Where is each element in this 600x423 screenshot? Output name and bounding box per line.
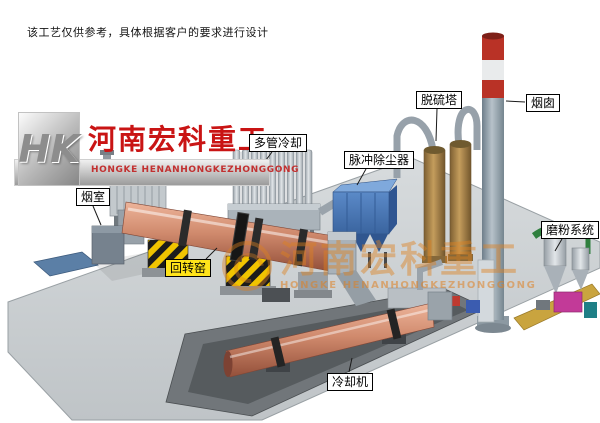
leader-desulfurization-tower [435,108,438,142]
label-smoke-chamber: 烟室 [76,188,111,207]
logo-company-name-cn: 河南宏科重工 [88,123,269,156]
label-pulse-dust-collector: 脉冲除尘器 [344,151,415,170]
label-chimney: 烟囱 [526,94,561,113]
leader-lines [92,100,563,373]
leader-grinding-system [554,238,563,252]
leader-pulse-dust-collector [356,168,367,186]
disclaimer-text: 该工艺仅供参考，具体根据客户的要求进行设计 [27,26,269,39]
logo-company-name-en: HONGKE HENANHONGKEZHONGGONG [91,165,300,175]
label-multi-tube-cooler: 多管冷却 [249,134,308,153]
label-cooling-machine: 冷却机 [327,373,374,392]
leader-rotary-kiln [205,247,218,260]
logo-hk-monogram: HK [18,112,80,186]
label-grinding-system: 磨粉系统 [541,221,600,240]
leader-smoke-chamber [92,205,102,226]
label-rotary-kiln: 回转窑 [165,259,212,278]
leader-chimney [505,100,526,103]
foundation-pad-graphic [33,251,99,277]
leader-cooling-machine [348,357,353,373]
company-logo: HK 河南宏科重工 HONGKE HENANHONGKEZHONGGONG [14,112,298,186]
desulfurization-towers-graphic [393,106,481,263]
cooling-machine-graphic [223,291,453,378]
pulse-dust-collector-graphic [332,178,398,268]
label-desulfurization-tower: 脱硫塔 [416,91,463,110]
